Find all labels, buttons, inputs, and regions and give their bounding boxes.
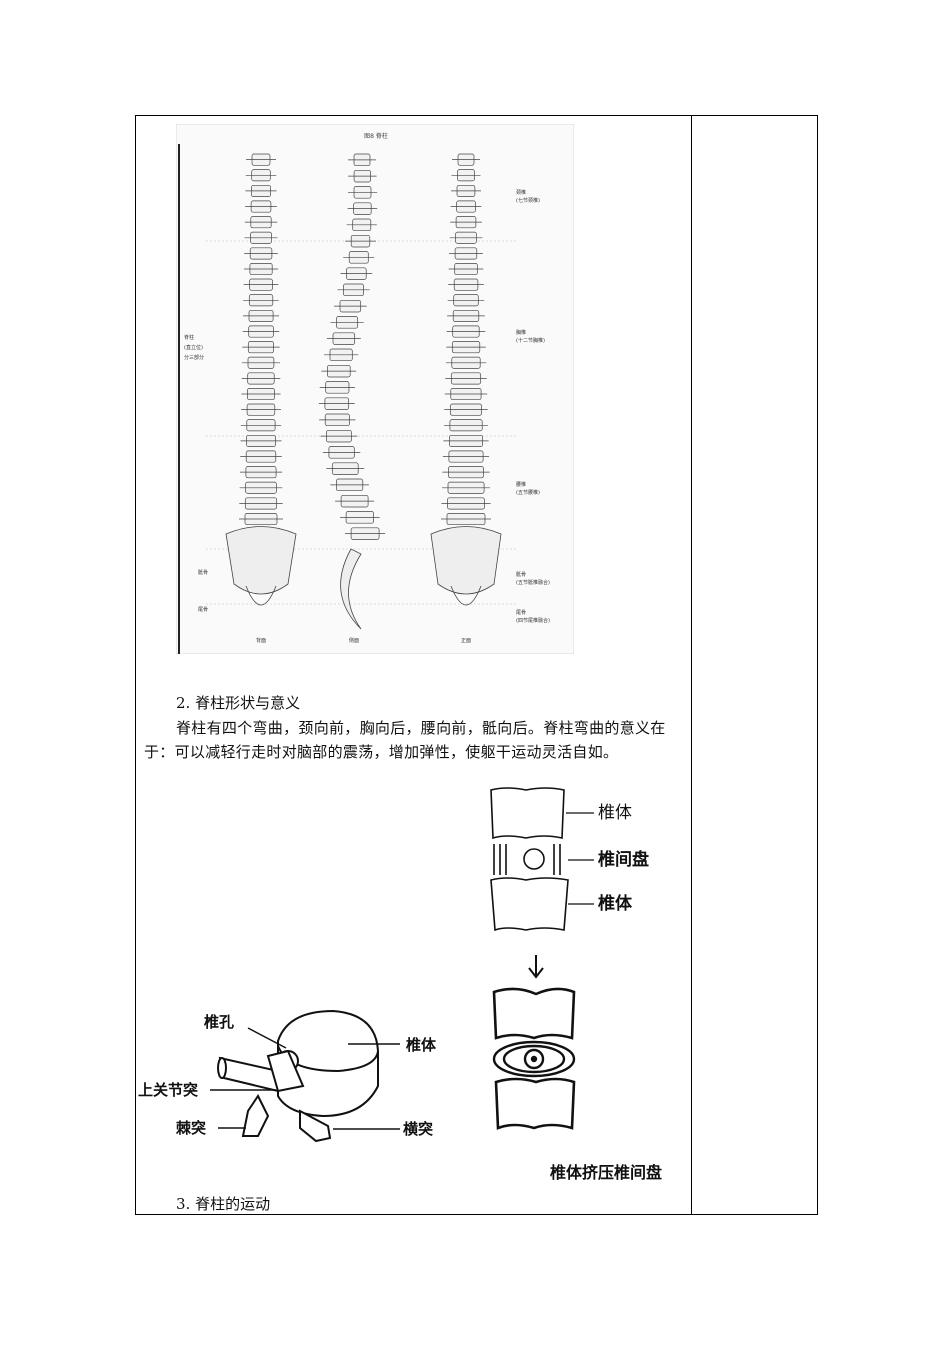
label-thoracic: 胸椎: [516, 329, 526, 336]
spine-left-sacrum: 骶骨: [198, 569, 208, 576]
label-bottom-vertebral-body: 椎体: [597, 893, 633, 914]
label-coccyx-sub: (四节尾椎融合): [516, 617, 550, 624]
down-arrow-icon: [528, 955, 544, 979]
label-thoracic-sub: (十二节胸椎): [516, 337, 545, 344]
disc-figure-caption: 椎体挤压椎间盘: [550, 1163, 662, 1182]
view-label-back: 背面: [256, 637, 266, 644]
label-lumbar-sub: (五节腰椎): [516, 489, 540, 496]
content-table: 图8 脊柱 脊柱 (直立位) 分三部分 骶骨 尾骨 颈椎 (: [135, 115, 818, 1215]
disc-compression-figure: 椎体 椎间盘 椎体 椎体挤压椎间盘: [476, 780, 676, 1190]
label-intervertebral-disc: 椎间盘: [597, 849, 649, 870]
view-label-side: 侧面: [349, 637, 359, 644]
label-transverse-process: 横突: [403, 1120, 433, 1138]
section-paragraph: 脊柱有四个弯曲，颈向前，胸向后，腰向前，骶向后。脊柱弯曲的意义在于：可以减轻行走…: [144, 719, 666, 761]
label-vertebral-foramen: 椎孔: [204, 1013, 234, 1031]
spine-left-label-2: (直立位): [184, 344, 203, 351]
spine-left-label-3: 分三部分: [184, 354, 204, 361]
label-superior-articular-process: 上关节突: [138, 1081, 198, 1099]
label-cervical: 颈椎: [516, 189, 526, 196]
spine-figure-title: 图8 脊柱: [364, 132, 388, 140]
spine-side-view: [318, 153, 386, 540]
label-spinous-process: 棘突: [176, 1119, 206, 1137]
label-sacrum: 骶骨: [516, 571, 526, 578]
section-heading-3: 3. 脊柱的运动: [176, 1195, 271, 1213]
column-divider: [691, 116, 692, 1214]
label-coccyx: 尾骨: [516, 610, 526, 616]
spine-anatomy-figure: 图8 脊柱 脊柱 (直立位) 分三部分 骶骨 尾骨 颈椎 (: [176, 124, 574, 654]
section-heading-2: 2. 脊柱形状与意义: [176, 694, 301, 712]
vertebra-figure: 椎孔 椎体 上关节突 棘突 横突: [138, 1009, 437, 1143]
label-top-vertebral-body: 椎体: [598, 803, 632, 823]
label-vertebral-body: 椎体: [406, 1036, 437, 1054]
label-sacrum-sub: (五节骶椎融合): [516, 579, 550, 586]
view-label-front: 正面: [461, 638, 471, 644]
spine-front-view: [441, 153, 491, 526]
spine-left-label-1: 脊柱: [184, 334, 194, 341]
spine-back-view: [239, 153, 283, 526]
spine-left-coccyx: 尾骨: [198, 607, 208, 613]
label-lumbar: 腰椎: [516, 481, 526, 488]
label-cervical-sub: (七节颈椎): [516, 197, 540, 204]
